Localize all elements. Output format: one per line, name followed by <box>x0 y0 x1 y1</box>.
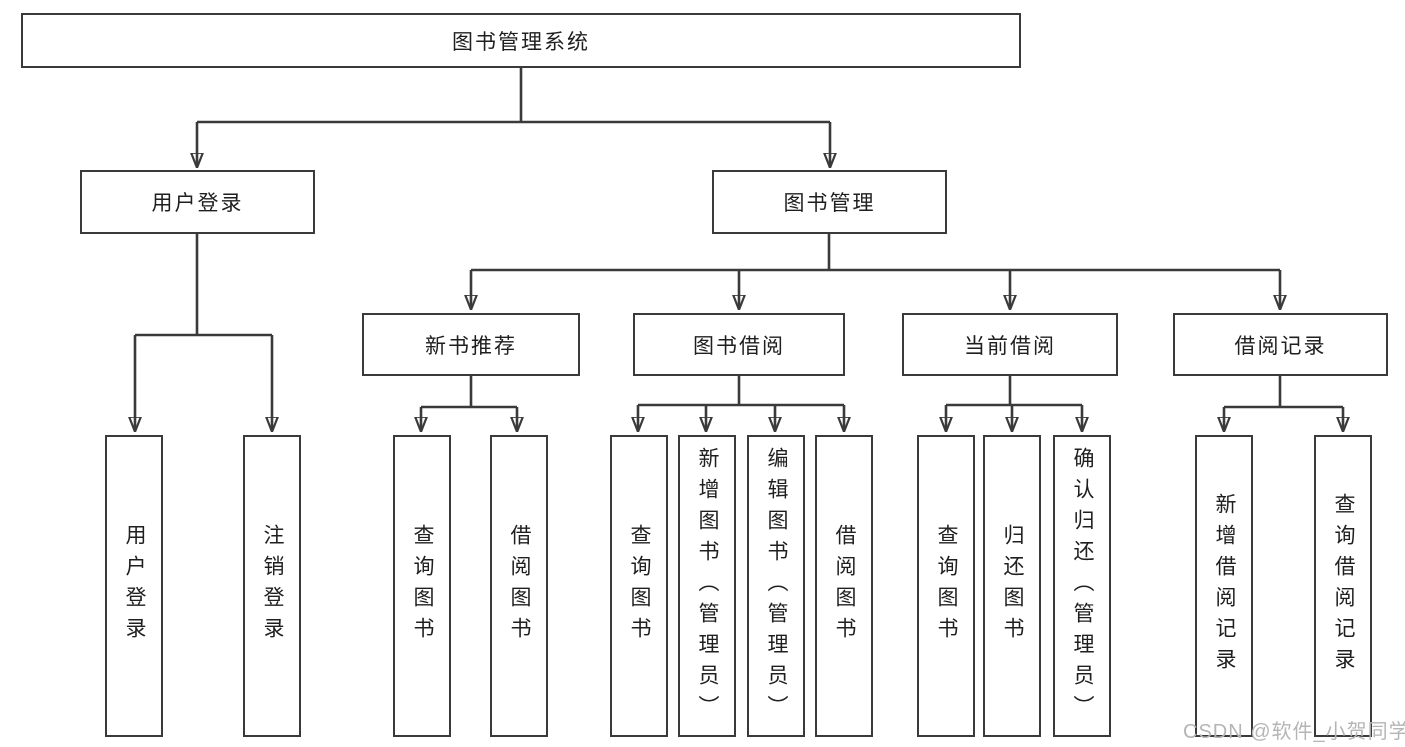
node-book-management-label: 图书管理 <box>783 192 876 215</box>
leaf-borrow-books-borrowing-label: 借阅图书 <box>833 524 856 648</box>
node-new-book-recommend-label: 新书推荐 <box>425 334 517 358</box>
edges-root-to-level2 <box>197 68 830 167</box>
leaf-query-books-borrowing-label: 查询图书 <box>628 524 651 648</box>
leaf-edit-book-admin-label: 编辑图书（管理员） <box>765 446 788 726</box>
node-book-management: 图书管理 <box>712 170 947 234</box>
leaf-confirm-return-admin: 确认归还（管理员） <box>1053 435 1111 737</box>
leaf-query-books-newbook: 查询图书 <box>393 435 451 737</box>
node-user-login: 用户登录 <box>80 170 315 234</box>
leaf-query-books-current: 查询图书 <box>917 435 975 737</box>
leaf-edit-book-admin: 编辑图书（管理员） <box>747 435 805 737</box>
leaf-borrow-books-newbook-label: 借阅图书 <box>508 524 531 648</box>
edges-borrow-records-to-leaves <box>1224 376 1343 431</box>
edges-new-book-to-leaves <box>421 376 517 431</box>
leaf-return-book-label: 归还图书 <box>1001 524 1024 648</box>
node-current-borrowing-label: 当前借阅 <box>964 334 1056 358</box>
node-root-system-label: 图书管理系统 <box>452 30 590 54</box>
node-borrowing-records-label: 借阅记录 <box>1234 334 1327 358</box>
node-new-book-recommend: 新书推荐 <box>362 313 580 376</box>
leaf-borrow-books-newbook: 借阅图书 <box>490 435 548 737</box>
node-book-borrowing-label: 图书借阅 <box>693 334 785 358</box>
leaf-confirm-return-admin-label: 确认归还（管理员） <box>1071 446 1094 726</box>
node-borrowing-records: 借阅记录 <box>1173 313 1388 376</box>
leaf-logout: 注销登录 <box>243 435 301 737</box>
leaf-user-login-label: 用户登录 <box>123 524 146 648</box>
node-current-borrowing: 当前借阅 <box>902 313 1118 376</box>
node-root-system: 图书管理系统 <box>21 13 1021 68</box>
leaf-borrow-books-borrowing: 借阅图书 <box>815 435 873 737</box>
edges-user-login-to-leaves <box>135 234 272 431</box>
leaf-query-books-current-label: 查询图书 <box>935 524 958 648</box>
edges-current-borrow-to-leaves <box>946 376 1082 431</box>
leaf-add-book-admin-label: 新增图书（管理员） <box>696 446 719 726</box>
node-user-login-label: 用户登录 <box>151 192 244 215</box>
edges-book-borrow-to-leaves <box>638 376 844 431</box>
csdn-watermark: CSDN @软件_小贺同学 <box>1183 721 1405 743</box>
leaf-add-borrow-record-label: 新增借阅记录 <box>1213 493 1236 679</box>
leaf-user-login: 用户登录 <box>105 435 163 737</box>
edges-book-mgmt-to-level3 <box>471 234 1280 309</box>
leaf-logout-label: 注销登录 <box>261 524 284 648</box>
leaf-query-borrow-record: 查询借阅记录 <box>1314 435 1372 737</box>
node-book-borrowing: 图书借阅 <box>633 313 845 376</box>
leaf-add-book-admin: 新增图书（管理员） <box>678 435 736 737</box>
leaf-query-books-newbook-label: 查询图书 <box>411 524 434 648</box>
leaf-query-borrow-record-label: 查询借阅记录 <box>1332 493 1355 679</box>
leaf-add-borrow-record: 新增借阅记录 <box>1195 435 1253 737</box>
leaf-query-books-borrowing: 查询图书 <box>610 435 668 737</box>
leaf-return-book: 归还图书 <box>983 435 1041 737</box>
